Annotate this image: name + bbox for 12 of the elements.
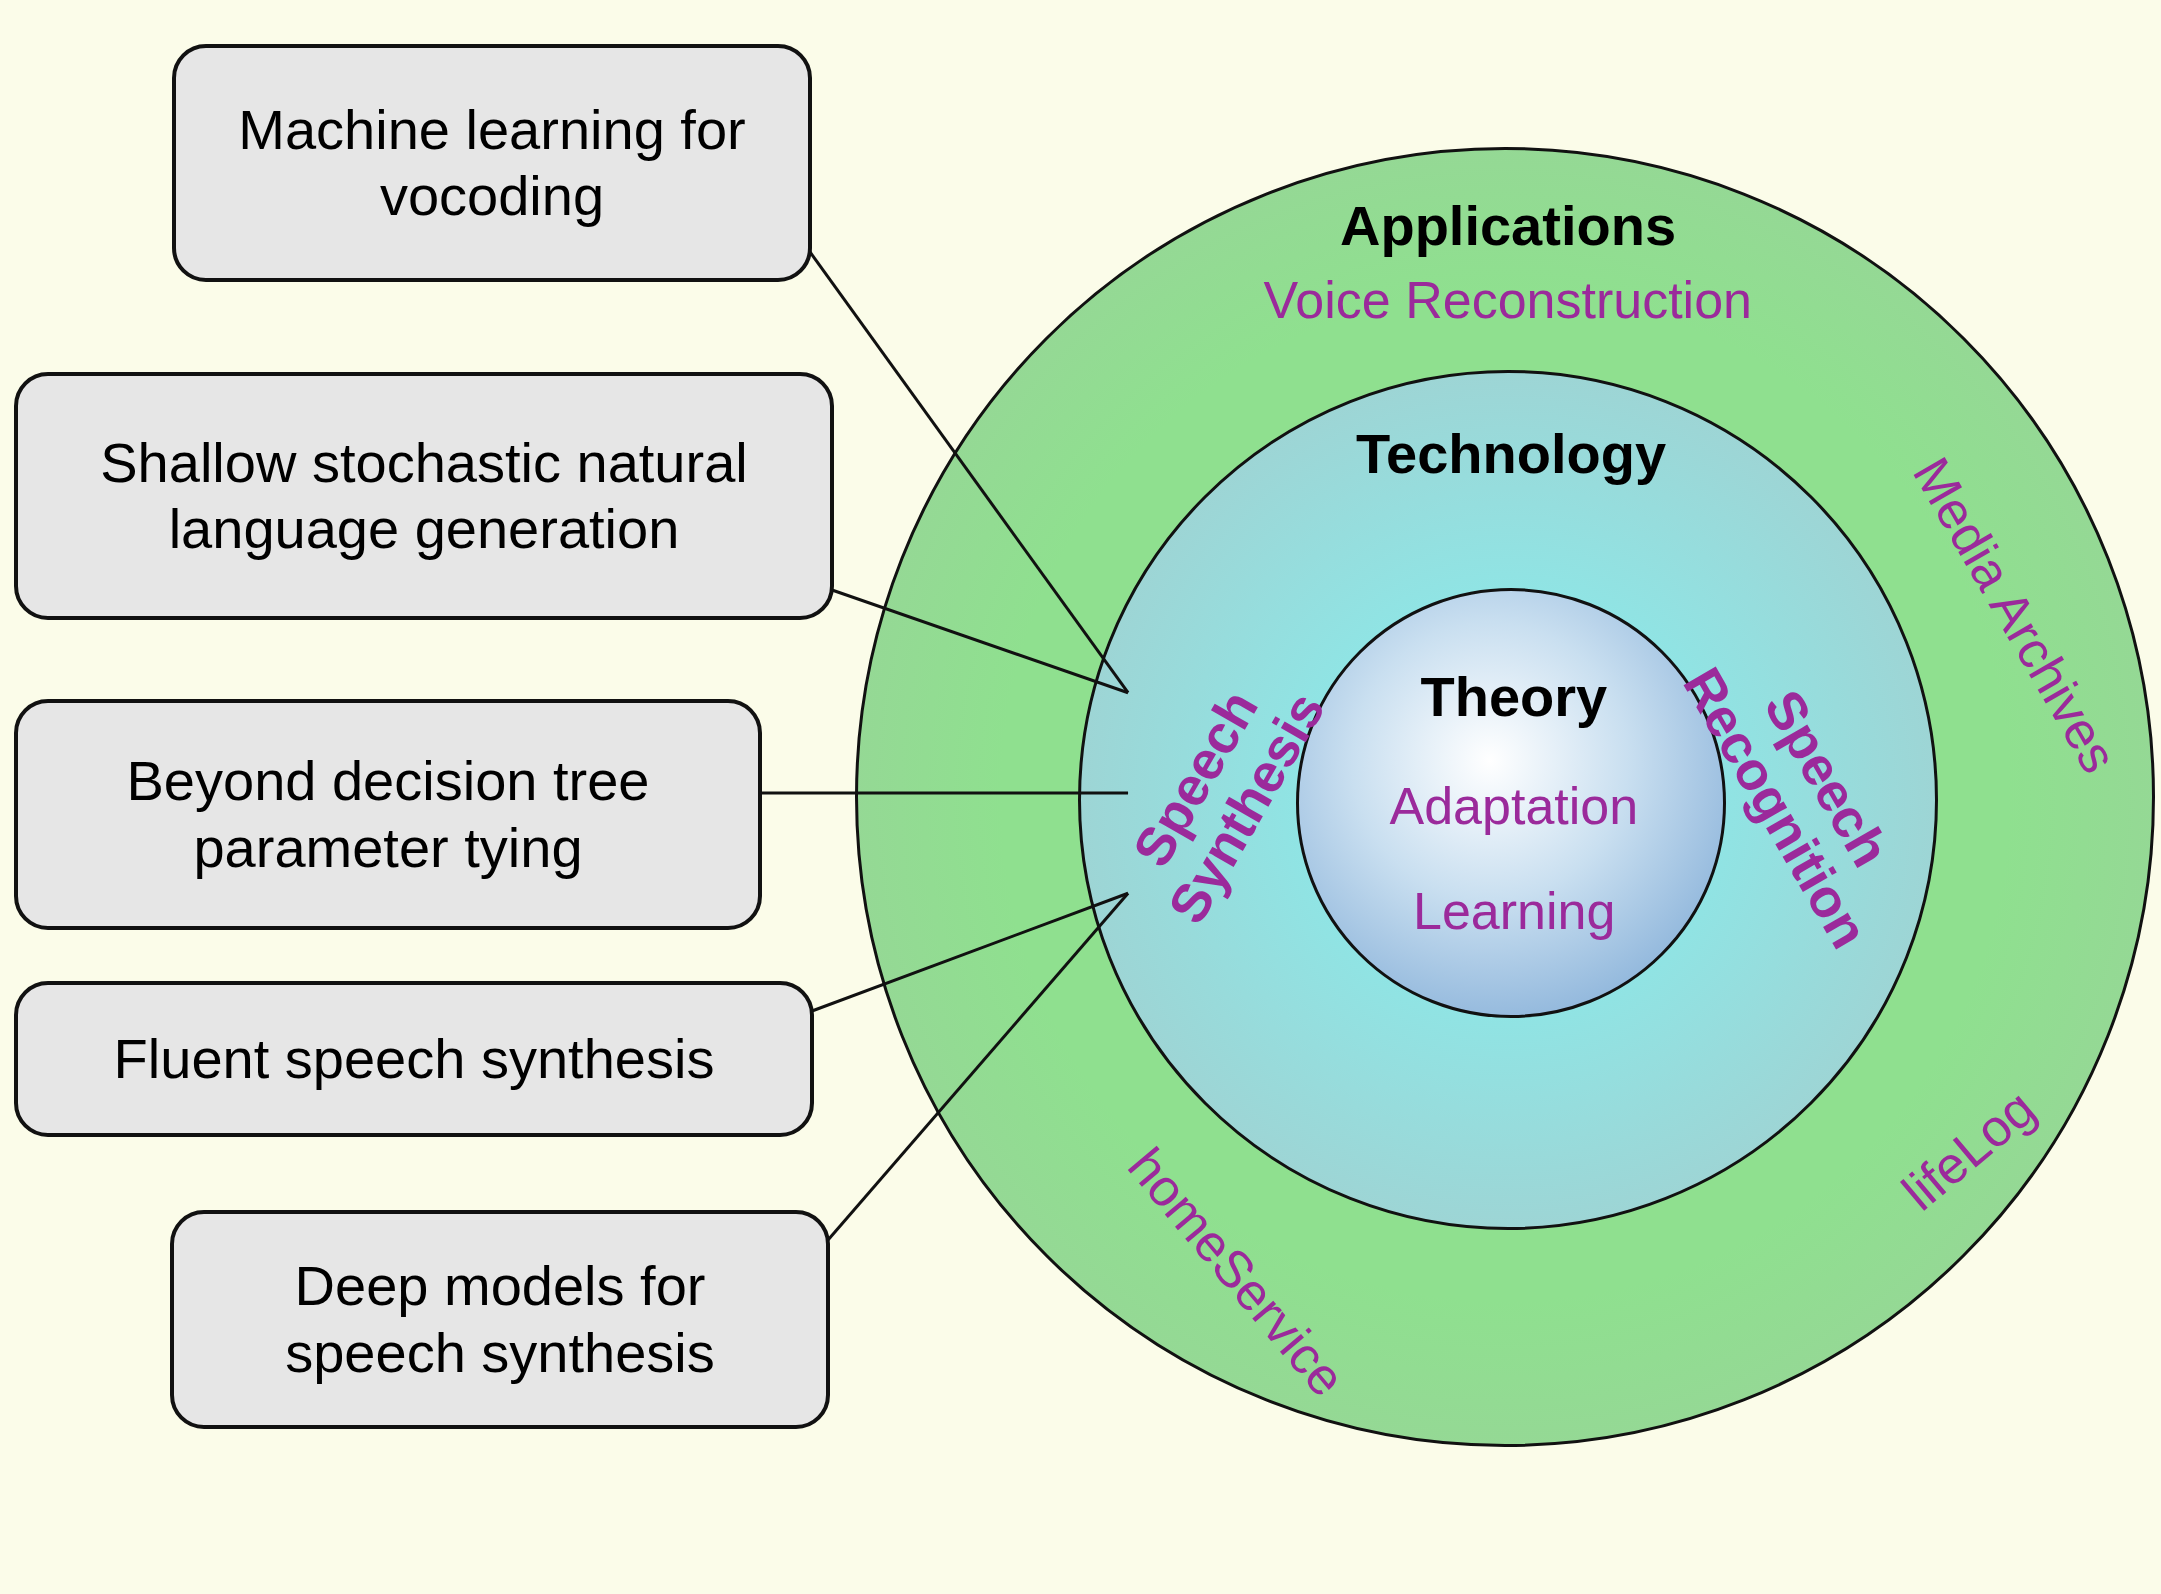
topic-label: Learning <box>1413 881 1616 941</box>
callout-bubble: Shallow stochastic natural language generation <box>14 372 834 620</box>
callout-bubble: Beyond decision tree parameter tying <box>14 699 762 930</box>
leader-line <box>760 791 1129 795</box>
application-label: Voice Reconstruction <box>1263 270 1752 330</box>
callout-bubble: Deep models for speech synthesis <box>170 1210 830 1429</box>
section-heading: Theory <box>1420 663 1608 729</box>
section-heading: Applications <box>1340 192 1677 258</box>
callout-bubble: Fluent speech synthesis <box>14 981 814 1137</box>
topic-label: Adaptation <box>1389 776 1639 836</box>
section-heading: Technology <box>1356 420 1667 486</box>
callout-bubble: Machine learning for vocoding <box>172 44 812 282</box>
